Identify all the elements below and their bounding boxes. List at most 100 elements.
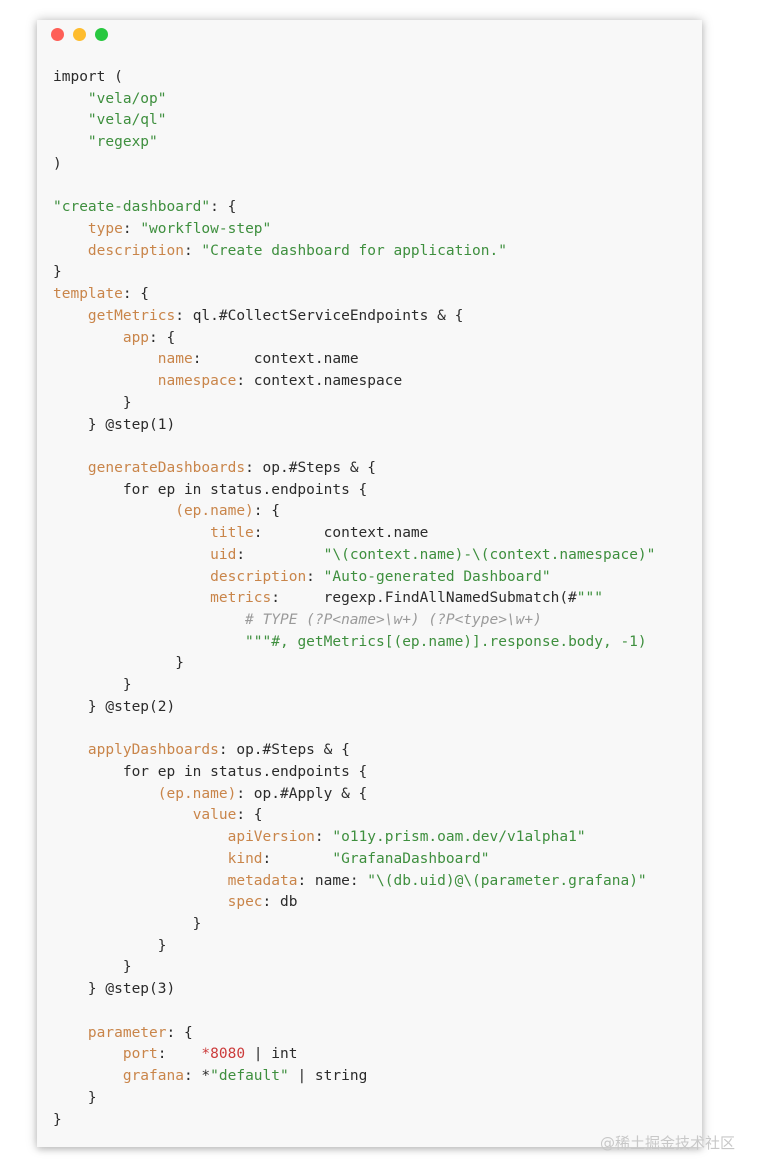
code-token: import ( [53,69,123,85]
code-token: ) [53,155,62,172]
code-line: } @step(3) [53,979,655,1001]
code-line: } [53,653,655,675]
code-token: : [236,546,324,563]
code-token: : ql.#CollectServiceEndpoints & { [175,307,464,324]
code-token: parameter [87,1024,167,1041]
code-token [53,503,175,519]
code-token: } @step(1) [53,416,176,433]
code-token [53,742,88,758]
code-token: description [210,568,307,585]
code-token: : op.#Apply & { [236,785,368,802]
code-token [53,351,158,367]
code-token: grafana [122,1068,184,1085]
code-token [53,807,193,823]
code-token: : regexp.FindAllNamedSubmatch(# [271,590,577,607]
code-token: } [53,916,202,933]
code-line: for ep in status.endpoints { [53,480,655,502]
code-token: : [314,829,333,846]
code-token: app [122,329,150,346]
code-line: } [53,393,655,415]
code-token [53,569,210,585]
code-token: """# [53,633,280,650]
code-line: } [53,914,655,936]
code-line: spec: db [53,892,655,914]
code-token: (ep.name) [157,785,237,802]
code-token: type [87,221,123,238]
code-line: } [53,262,655,284]
code-line [53,176,655,198]
code-token: | string [288,1068,368,1085]
code-token: *8080 [201,1046,246,1063]
code-line: namespace: context.namespace [53,371,655,393]
code-line: title: context.name [53,523,655,545]
code-token: : [122,221,141,238]
code-line: uid: "\(context.name)-\(context.namespac… [53,545,655,567]
code-line: for ep in status.endpoints { [53,762,655,784]
code-line: } [53,1088,655,1110]
code-token [53,330,123,346]
code-token: : [157,1046,202,1063]
code-line: "vela/op" [53,89,655,111]
code-line: } [53,1110,655,1132]
code-token: for ep in status.endpoints { [53,764,368,780]
code-token: getMetrics [87,307,176,324]
code-token [53,460,88,476]
code-line: """#, getMetrics[(ep.name)].response.bod… [53,632,655,654]
code-token: "workflow-step" [140,221,272,238]
code-token [53,308,88,324]
code-line: template: { [53,284,655,306]
code-token: } [53,937,167,954]
code-line [53,1001,655,1023]
code-token: : context.namespace [236,373,403,390]
code-token: "Auto-generated Dashboard" [323,568,551,585]
code-line: port: *8080 | int [53,1044,655,1066]
code-line: description: "Auto-generated Dashboard" [53,567,655,589]
code-token: , getMetrics[(ep.name)].response.body, -… [279,633,647,650]
code-line: parameter: { [53,1023,655,1045]
code-line: } @step(2) [53,697,655,719]
code-token: (ep.name) [175,503,254,520]
code-line: } [53,675,655,697]
code-token: : { [122,286,150,303]
code-token: value [192,807,237,824]
code-token: : name: [297,872,368,889]
minimize-window-button[interactable] [73,28,86,41]
code-token: : op.#Steps & { [218,742,350,759]
code-token: "vela/op" [53,90,167,107]
code-token: : context.name [192,351,359,368]
code-token: } [53,264,62,281]
code-line: value: { [53,805,655,827]
code-line: kind: "GrafanaDashboard" [53,849,655,871]
code-token: : db [262,894,298,911]
code-line: } [53,936,655,958]
code-token: : { [253,503,280,520]
code-token: : [262,850,333,867]
code-token: : op.#Steps & { [245,459,377,476]
code-token: description [87,242,184,259]
close-window-button[interactable] [51,28,64,41]
code-token: apiVersion [227,829,315,846]
code-token [53,1046,123,1062]
code-line: # TYPE (?P<name>\w+) (?P<type>\w+) [53,610,655,632]
code-line [53,719,655,741]
code-line: import ( [53,67,655,89]
code-line: applyDashboards: op.#Steps & { [53,740,655,762]
code-line: generateDashboards: op.#Steps & { [53,458,655,480]
code-token: | int [245,1046,298,1063]
code-token: "default" [210,1068,289,1085]
code-line: "regexp" [53,132,655,154]
code-token: "\(db.uid)@\(parameter.grafana)" [367,872,647,889]
code-token: } @step(3) [53,981,176,998]
code-token: } [53,677,132,694]
code-line: description: "Create dashboard for appli… [53,241,655,263]
code-line: (ep.name): { [53,501,655,523]
window-controls [51,28,108,41]
zoom-window-button[interactable] [95,28,108,41]
code-line: metadata: name: "\(db.uid)@\(parameter.g… [53,871,655,893]
code-token: } @step(2) [53,698,176,715]
code-token [53,851,228,867]
code-token: uid [210,546,237,563]
code-token [53,525,210,541]
code-line: "vela/ql" [53,110,655,132]
code-token [53,786,158,802]
